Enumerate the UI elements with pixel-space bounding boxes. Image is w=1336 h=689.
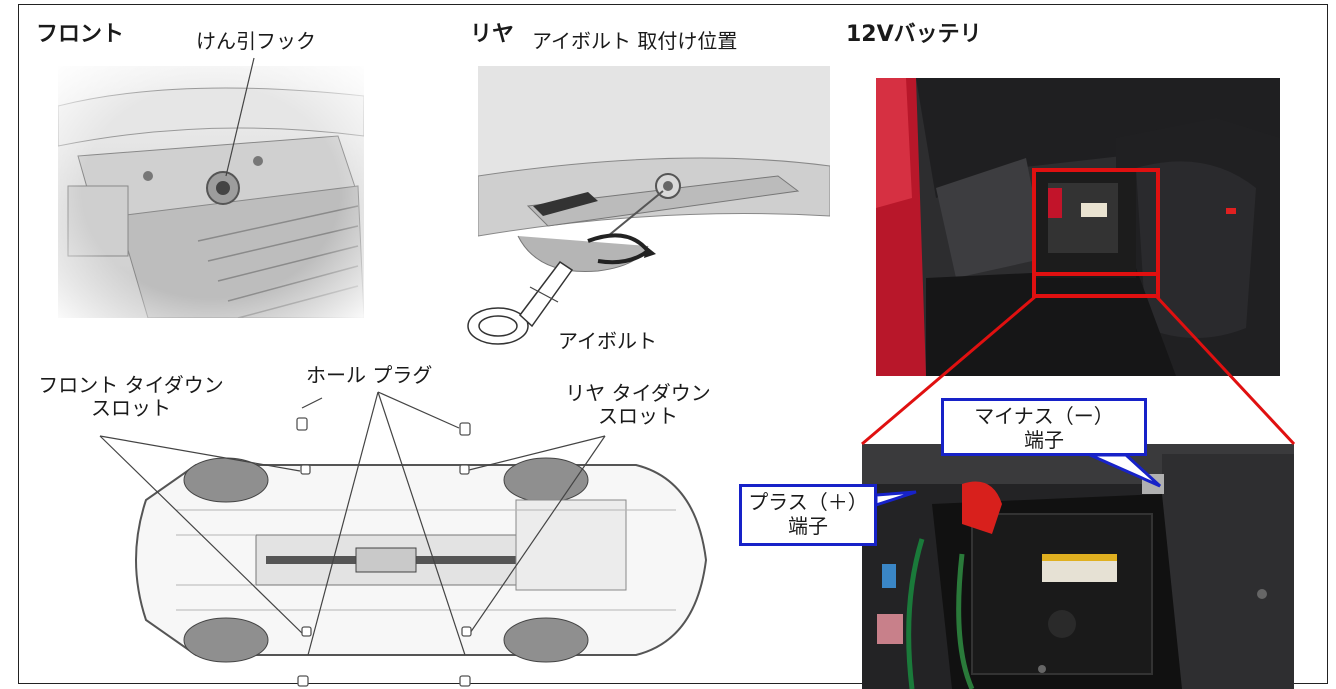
- car-interior-photo: [876, 78, 1280, 376]
- battery-heading: 12Vバッテリ: [846, 22, 982, 47]
- rear-tiedown-line2: スロット: [598, 404, 678, 428]
- minus-terminal-line2: 端子: [1024, 428, 1064, 452]
- rear-eyebolt-illustration: [478, 66, 830, 302]
- underbody-illustration: [116, 440, 714, 680]
- tow-hook-label: けん引フック: [196, 29, 316, 53]
- eyebolt-position-label: アイボルト 取付け位置: [532, 29, 738, 53]
- front-heading: フロント: [36, 22, 125, 47]
- rear-tiedown-line1: リヤ タイダウン: [565, 381, 711, 405]
- diagram-frame: [18, 4, 1328, 684]
- front-tiedown-label: フロント タイダウン スロット: [26, 374, 236, 420]
- hole-plug-label: ホール プラグ: [306, 363, 433, 387]
- front-tow-hook-illustration: [58, 66, 364, 318]
- minus-terminal-callout: マイナス（ー） 端子: [941, 398, 1147, 456]
- front-tiedown-line1: フロント タイダウン: [38, 373, 224, 397]
- rear-heading: リヤ: [470, 22, 515, 47]
- plus-terminal-line2: 端子: [788, 514, 828, 538]
- rear-tiedown-label: リヤ タイダウン スロット: [548, 382, 728, 428]
- minus-terminal-line1: マイナス（ー）: [974, 404, 1114, 428]
- battery-closeup-photo: [862, 444, 1294, 689]
- front-tiedown-line2: スロット: [91, 396, 171, 420]
- eyebolt-label: アイボルト: [558, 329, 657, 353]
- plus-terminal-callout: プラス（＋） 端子: [739, 484, 877, 546]
- plus-terminal-line1: プラス（＋）: [748, 490, 868, 514]
